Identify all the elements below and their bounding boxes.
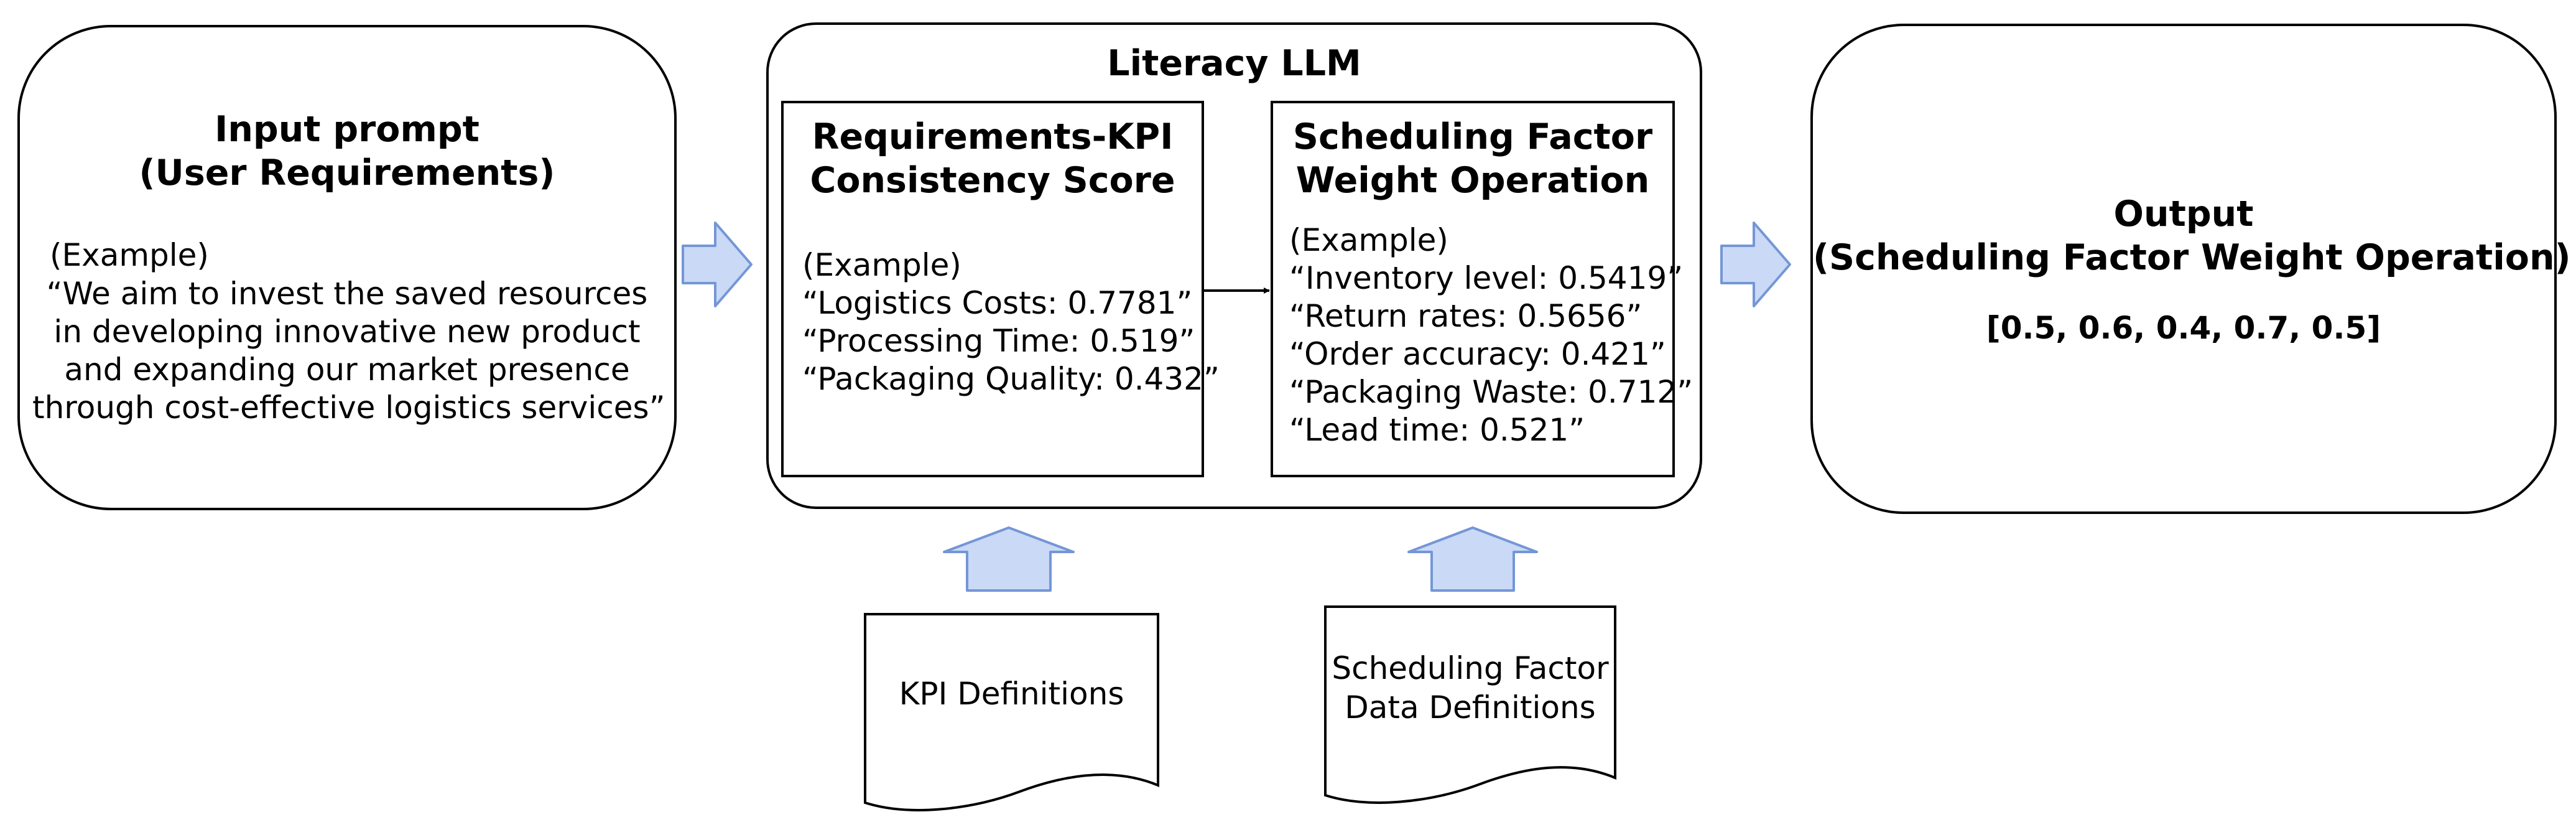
weight-operation-example-label: (Example) xyxy=(1289,222,1448,258)
input-prompt-example-text: “We aim to invest the saved resources in… xyxy=(32,275,665,427)
scheduling-definitions-label: Scheduling Factor Data Definitions xyxy=(1325,649,1615,727)
weight-operation-line: “Return rates: 0.5656” xyxy=(1289,298,1642,334)
block-arrow-right-input xyxy=(682,222,753,307)
input-prompt-example-line: through cost-effective logistics service… xyxy=(32,390,665,426)
weight-operation-title-line2: Weight Operation xyxy=(1295,159,1650,201)
block-arrow-up-scheduling xyxy=(1407,526,1538,592)
consistency-score-example: (Example) “Logistics Costs: 0.7781” “Pro… xyxy=(802,246,1220,398)
input-prompt-example-label: (Example) xyxy=(50,237,209,273)
weight-operation-example: (Example) “Inventory level: 0.5419” “Ret… xyxy=(1289,222,1693,449)
weight-operation-line: “Order accuracy: 0.421” xyxy=(1289,336,1666,372)
weight-operation-line: “Inventory level: 0.5419” xyxy=(1289,260,1684,296)
consistency-score-title: Requirements-KPI Consistency Score xyxy=(784,116,1202,202)
input-prompt-box: Input prompt (User Requirements) (Exampl… xyxy=(17,25,677,510)
consistency-score-line: “Logistics Costs: 0.7781” xyxy=(802,285,1193,321)
weight-operation-line: “Packaging Waste: 0.712” xyxy=(1289,374,1693,410)
output-title-line2: (Scheduling Factor Weight Operation) xyxy=(1813,236,2571,278)
output-title: Output (Scheduling Factor Weight Operati… xyxy=(1813,193,2571,279)
consistency-score-title-line2: Consistency Score xyxy=(810,159,1175,201)
output-title-line1: Output xyxy=(2113,194,2254,235)
input-prompt-title-line1: Input prompt xyxy=(215,109,480,150)
consistency-score-box: Requirements-KPI Consistency Score (Exam… xyxy=(781,101,1220,477)
scheduling-definitions-label-line2: Data Definitions xyxy=(1345,689,1596,726)
input-prompt-example-line: “We aim to invest the saved resources xyxy=(46,276,648,312)
weight-operation-title-line1: Scheduling Factor xyxy=(1292,116,1653,157)
block-arrow-right-output xyxy=(1720,222,1791,307)
weight-operation-title: Scheduling Factor Weight Operation xyxy=(1273,116,1672,202)
literacy-llm-title: Literacy LLM xyxy=(1107,43,1361,84)
consistency-score-line: “Processing Time: 0.519” xyxy=(802,323,1195,359)
consistency-score-title-line1: Requirements-KPI xyxy=(812,116,1174,157)
kpi-definitions-label-line1: KPI Definitions xyxy=(899,676,1124,712)
consistency-score-example-label: (Example) xyxy=(802,247,961,283)
consistency-score-line: “Packaging Quality: 0.432” xyxy=(802,361,1220,397)
input-prompt-example-line: and expanding our market presence xyxy=(64,352,630,388)
weight-operation-box: Scheduling Factor Weight Operation (Exam… xyxy=(1271,101,1693,477)
kpi-definitions-label: KPI Definitions xyxy=(865,675,1158,714)
input-prompt-title-line2: (User Requirements) xyxy=(139,152,555,194)
input-prompt-example-line: in developing innovative new product xyxy=(53,314,641,350)
output-values: [0.5, 0.6, 0.4, 0.7, 0.5] xyxy=(1986,310,2381,346)
output-box: Output (Scheduling Factor Weight Operati… xyxy=(1810,24,2571,514)
input-prompt-title: Input prompt (User Requirements) xyxy=(20,108,674,195)
weight-operation-line: “Lead time: 0.521” xyxy=(1289,412,1585,448)
scheduling-definitions-label-line1: Scheduling Factor xyxy=(1332,650,1609,686)
block-arrow-up-kpi xyxy=(943,526,1075,592)
